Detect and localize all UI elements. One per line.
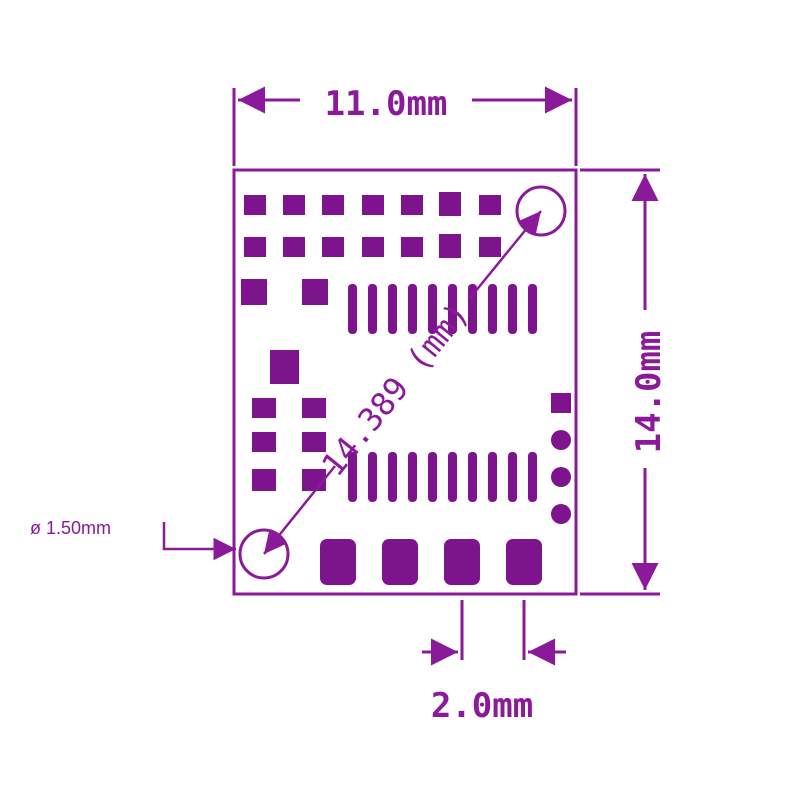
grid-pad bbox=[439, 192, 461, 216]
castellated-pad bbox=[320, 539, 356, 585]
grid-pad bbox=[322, 195, 344, 215]
fine-pitch-pad bbox=[468, 452, 477, 502]
fine-pitch-pads-bottom bbox=[348, 452, 537, 502]
fine-pitch-pad bbox=[428, 452, 437, 502]
pad-grid bbox=[244, 192, 501, 258]
fine-pitch-pad bbox=[428, 284, 437, 334]
pitch-label: 2.0mm bbox=[431, 686, 533, 726]
fine-pitch-pad bbox=[388, 452, 397, 502]
fine-pitch-pad bbox=[528, 452, 537, 502]
hole-callout: ø 1.50mm bbox=[30, 518, 236, 561]
width-label: 11.0mm bbox=[325, 84, 448, 124]
pad-small bbox=[302, 398, 326, 418]
pitch-dimension: 2.0mm bbox=[422, 600, 566, 726]
fine-pitch-pad bbox=[488, 452, 497, 502]
hole-diameter-label: ø 1.50mm bbox=[30, 518, 111, 538]
grid-pad bbox=[401, 237, 423, 257]
diagonal-dimension: 14.389 (mm) bbox=[263, 210, 542, 555]
pad-round bbox=[551, 504, 571, 524]
fine-pitch-pad bbox=[388, 284, 397, 334]
fine-pitch-pad bbox=[528, 284, 537, 334]
castellated-pad bbox=[382, 539, 418, 585]
fine-pitch-pad bbox=[448, 452, 457, 502]
fine-pitch-pad bbox=[348, 452, 357, 502]
pad-small bbox=[252, 398, 276, 418]
fine-pitch-pad bbox=[368, 284, 377, 334]
grid-pad bbox=[322, 237, 344, 257]
grid-pad bbox=[401, 195, 423, 215]
fine-pitch-pad bbox=[368, 452, 377, 502]
width-dimension: 11.0mm bbox=[232, 84, 578, 166]
castellated-pads bbox=[320, 539, 542, 585]
grid-pad bbox=[362, 195, 384, 215]
pad-tall bbox=[270, 350, 299, 384]
fine-pitch-pad bbox=[508, 452, 517, 502]
diagonal-arrow-lower bbox=[263, 465, 336, 555]
grid-pad bbox=[283, 195, 305, 215]
pad-small bbox=[302, 432, 326, 452]
castellated-pad bbox=[506, 539, 542, 585]
grid-pad bbox=[244, 237, 266, 257]
mounting-hole-top-right bbox=[515, 185, 567, 237]
grid-pad bbox=[479, 237, 501, 257]
fine-pitch-pad bbox=[408, 284, 417, 334]
grid-pad bbox=[362, 237, 384, 257]
height-label: 14.0mm bbox=[629, 331, 669, 454]
pad-small bbox=[252, 469, 276, 491]
hole-leader-line bbox=[162, 522, 236, 561]
pad-round bbox=[551, 467, 571, 487]
pad-square bbox=[302, 279, 328, 305]
fine-pitch-pad bbox=[508, 284, 517, 334]
fine-pitch-pad bbox=[408, 452, 417, 502]
pad-square-right bbox=[551, 393, 571, 413]
pad-round bbox=[551, 430, 571, 450]
grid-pad bbox=[479, 195, 501, 215]
diagonal-arrow-upper bbox=[469, 210, 542, 299]
grid-pad bbox=[439, 234, 461, 258]
fine-pitch-pad bbox=[488, 284, 497, 334]
grid-pad bbox=[244, 195, 266, 215]
board-outline bbox=[232, 168, 578, 596]
fine-pitch-pad bbox=[348, 284, 357, 334]
grid-pad bbox=[283, 237, 305, 257]
pad-small bbox=[252, 432, 276, 452]
castellated-pad bbox=[444, 539, 480, 585]
height-dimension: 14.0mm bbox=[580, 168, 669, 596]
pad-square bbox=[241, 279, 267, 305]
fine-pitch-pad bbox=[448, 284, 457, 334]
fine-pitch-pads-top bbox=[348, 284, 537, 334]
